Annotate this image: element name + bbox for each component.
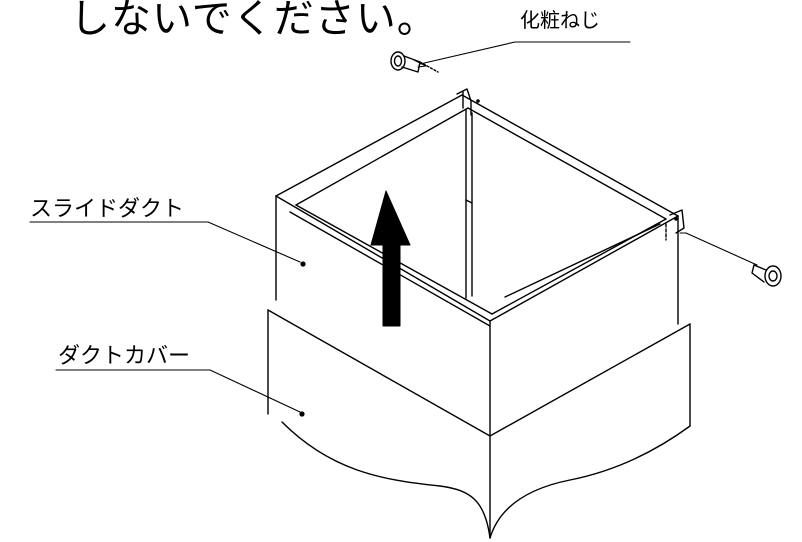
decorative-screw-right	[751, 264, 782, 287]
duct-cover	[267, 309, 691, 539]
up-arrow-icon	[370, 190, 411, 327]
slide-duct	[275, 88, 685, 437]
decorative-screw-label: 化粧ねじ	[520, 8, 600, 32]
leader-lines	[29, 41, 758, 413]
slide-duct-label: スライドダクト	[30, 197, 185, 222]
diagram-heading: しないでください。	[70, 0, 438, 42]
duct-cover-label: ダクトカバー	[58, 344, 191, 369]
